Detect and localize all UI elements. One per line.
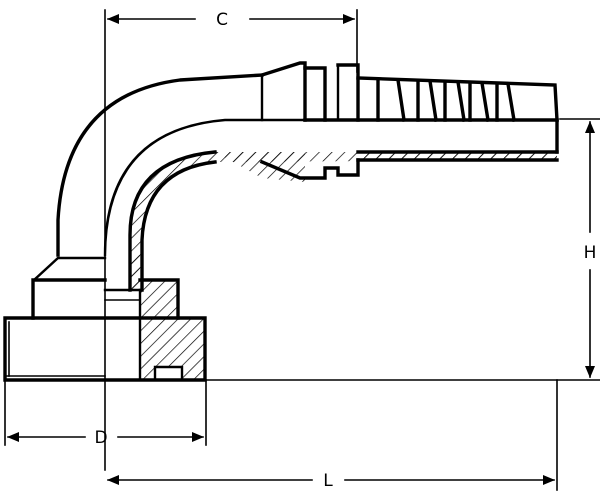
dim-label-c: C bbox=[216, 10, 228, 30]
elbow-center-line bbox=[103, 118, 559, 257]
barb-4 bbox=[468, 81, 490, 122]
elbow-inner-wall-outer bbox=[128, 150, 217, 292]
collar-lower-outline bbox=[259, 158, 360, 180]
collar-cone bbox=[259, 61, 307, 122]
barb-2 bbox=[416, 79, 438, 122]
elbow-outer-curve bbox=[56, 73, 264, 257]
flange-groove bbox=[153, 365, 184, 382]
collar-ring-1 bbox=[303, 66, 327, 122]
flange bbox=[3, 255, 207, 382]
dimension-l: L bbox=[107, 379, 558, 491]
dimension-d: D bbox=[4, 379, 207, 448]
elbow-shoulder bbox=[32, 256, 107, 282]
flange-step-left bbox=[31, 278, 107, 320]
dimension-h: H bbox=[559, 118, 600, 378]
elbow-inner-wall-inner bbox=[140, 160, 217, 292]
stem-wall-hatch bbox=[358, 152, 557, 160]
barbs bbox=[376, 78, 516, 122]
flange-section-hatch bbox=[130, 255, 205, 380]
barbed-stem bbox=[303, 76, 559, 162]
collar bbox=[215, 61, 360, 182]
barb-1 bbox=[376, 78, 406, 122]
collar-ring-2 bbox=[336, 63, 360, 122]
dim-label-d: D bbox=[94, 428, 107, 448]
elbow-body bbox=[32, 73, 559, 292]
barb-3 bbox=[443, 80, 466, 122]
barb-5 bbox=[495, 82, 516, 122]
collar-lower-hatch bbox=[215, 152, 305, 182]
elbow-inner-wall-hatch bbox=[130, 152, 557, 290]
stem-top-outline bbox=[356, 76, 559, 122]
dim-label-l: L bbox=[323, 471, 333, 491]
dim-label-h: H bbox=[584, 243, 597, 263]
